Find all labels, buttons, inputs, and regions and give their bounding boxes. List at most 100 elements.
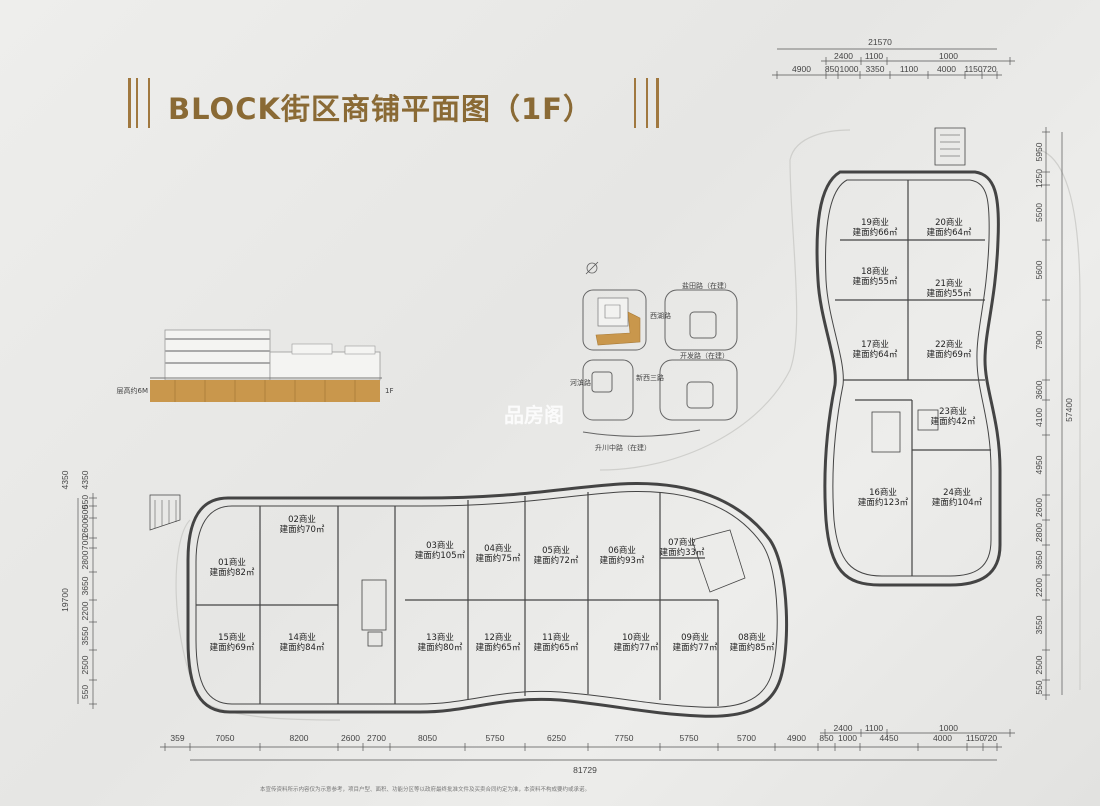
dim-bot-r2-3: 2600	[341, 733, 360, 743]
dim-left-4: 2800	[80, 550, 90, 569]
block-highlight	[595, 311, 641, 346]
dim-right-2: 5500	[1034, 203, 1044, 222]
dim-bot-r2-14: 4450	[880, 733, 899, 743]
unit-name-8: 08商业	[738, 632, 766, 643]
tower-plan	[815, 127, 1002, 587]
dim-bot-r2-5: 8050	[418, 733, 437, 743]
unit-area-1: 建面约82㎡	[210, 567, 255, 578]
block-plan	[149, 482, 789, 718]
unit-area-17: 建面约64㎡	[853, 349, 898, 360]
dim-left-0: 550	[80, 495, 90, 509]
dim-top-r2-1: 850	[825, 64, 839, 74]
road-label-6: 升川中路（在建）	[595, 443, 651, 452]
dim-bot-r1-2: 1000	[939, 723, 958, 733]
dim-right-8: 2600	[1034, 498, 1044, 517]
dim-bot-r1-0: 2400	[834, 723, 853, 733]
title-deco-bar-right-1	[634, 78, 636, 128]
unit-area-3: 建面约105㎡	[415, 550, 466, 561]
page-title: BLOCK街区商铺平面图（1F）	[168, 92, 593, 126]
unit-area-6: 建面约93㎡	[600, 555, 645, 566]
unit-area-11: 建面约65㎡	[534, 642, 579, 653]
unit-area-5: 建面约72㎡	[534, 555, 579, 566]
unit-name-16: 16商业	[869, 487, 897, 498]
unit-name-15: 15商业	[218, 632, 246, 643]
unit-area-19: 建面约66㎡	[853, 227, 898, 238]
dim-left-8: 2500	[80, 655, 90, 674]
unit-area-24: 建面约104㎡	[932, 497, 983, 508]
unit-area-22: 建面约69㎡	[927, 349, 972, 360]
unit-area-12: 建面约65㎡	[476, 642, 521, 653]
unit-name-23: 23商业	[939, 406, 967, 417]
dim-bot-r2-13: 1000	[838, 733, 857, 743]
dim-right-total: 57400	[1064, 398, 1074, 422]
unit-name-6: 06商业	[608, 545, 636, 556]
unit-name-3: 03商业	[426, 540, 454, 551]
dim-right-3: 5600	[1034, 260, 1044, 279]
dim-bottom-total: 81729	[573, 765, 597, 775]
dim-left-total: 19700	[60, 588, 70, 612]
dim-right-5: 3600	[1034, 380, 1044, 399]
unit-name-9: 09商业	[681, 632, 709, 643]
unit-area-10: 建面约77㎡	[614, 642, 659, 653]
floor-level-label: 1F	[385, 387, 393, 395]
dim-top-r2-3: 3350	[866, 64, 885, 74]
unit-area-4: 建面约75㎡	[476, 553, 521, 564]
title-deco-bar-left-3	[148, 78, 150, 128]
unit-name-17: 17商业	[861, 339, 889, 350]
dim-top-r1-2: 1000	[939, 51, 958, 61]
unit-name-7: 07商业	[668, 537, 696, 548]
dim-top-r2-5: 4000	[937, 64, 956, 74]
title-deco-bar-left-1	[128, 78, 131, 128]
unit-name-21: 21商业	[935, 278, 963, 289]
building-elevation: 层高约6M 1F	[117, 329, 393, 402]
unit-area-16: 建面约123㎡	[858, 497, 909, 508]
dim-bot-r2-12: 850	[819, 733, 833, 743]
unit-name-5: 05商业	[542, 545, 570, 556]
dim-top-r1-0: 2400	[834, 51, 853, 61]
unit-area-9: 建面约77㎡	[673, 642, 718, 653]
unit-name-14: 14商业	[288, 632, 316, 643]
compass-icon	[586, 262, 598, 274]
title-deco-bar-left-2	[136, 78, 138, 128]
dim-top-r2-0: 4900	[792, 64, 811, 74]
disclaimer-text: 本宣传资料所示内容仅为示意参考，项目户型、面积、功能分区等以政府最终批准文件及买…	[260, 787, 591, 793]
watermark-logo: 品房阁	[504, 403, 564, 427]
dim-bot-r2-1: 7050	[216, 733, 235, 743]
dim-left-7: 3550	[80, 626, 90, 645]
dim-right-9: 2800	[1034, 523, 1044, 542]
dim-top-r2-6: 1150	[964, 64, 983, 74]
dim-bot-r2-16: 1150	[966, 733, 985, 743]
road-label-4: 新西三路	[636, 373, 664, 382]
unit-area-7: 建面约33㎡	[660, 547, 705, 558]
dim-right-14: 550	[1034, 680, 1044, 694]
unit-area-13: 建面约80㎡	[418, 642, 463, 653]
title-block: BLOCK街区商铺平面图（1F）	[128, 78, 668, 128]
dim-bot-r2-15: 4000	[933, 733, 952, 743]
dim-right-4: 7900	[1034, 330, 1044, 349]
title-deco-bar-right-2	[646, 78, 648, 128]
dim-left-6: 2200	[80, 601, 90, 620]
dim-right-13: 2500	[1034, 655, 1044, 674]
floor-height-label: 层高约6M	[117, 386, 149, 395]
dim-bot-r1-1: 1100	[865, 723, 884, 733]
road-label-3: 河滨路	[570, 378, 591, 387]
unit-name-18: 18商业	[861, 266, 889, 277]
site-map: 盐田路（在建） 西湖路 河滨路 新西三路 开发路（在建） 升川中路（在建） 品房…	[504, 261, 738, 452]
unit-name-10: 10商业	[622, 632, 650, 643]
dim-left-top-1: 4350	[80, 470, 90, 489]
unit-name-4: 04商业	[484, 543, 512, 554]
unit-area-8: 建面约85㎡	[730, 642, 775, 653]
unit-name-2: 02商业	[288, 514, 316, 525]
dim-bot-r2-2: 8200	[290, 733, 309, 743]
road-label-2: 西湖路	[650, 311, 671, 320]
dim-top-r2-4: 1100	[900, 64, 919, 74]
unit-name-1: 01商业	[218, 557, 246, 568]
unit-name-20: 20商业	[935, 217, 963, 228]
unit-area-21: 建面约55㎡	[927, 288, 972, 299]
dim-left-5: 3650	[80, 576, 90, 595]
dim-bot-r2-7: 6250	[547, 733, 566, 743]
dim-left-1: 600	[80, 505, 90, 519]
dim-bot-r2-10: 5700	[737, 733, 756, 743]
unit-labels: 01商业建面约82㎡02商业建面约70㎡03商业建面约105㎡04商业建面约75…	[210, 217, 983, 653]
